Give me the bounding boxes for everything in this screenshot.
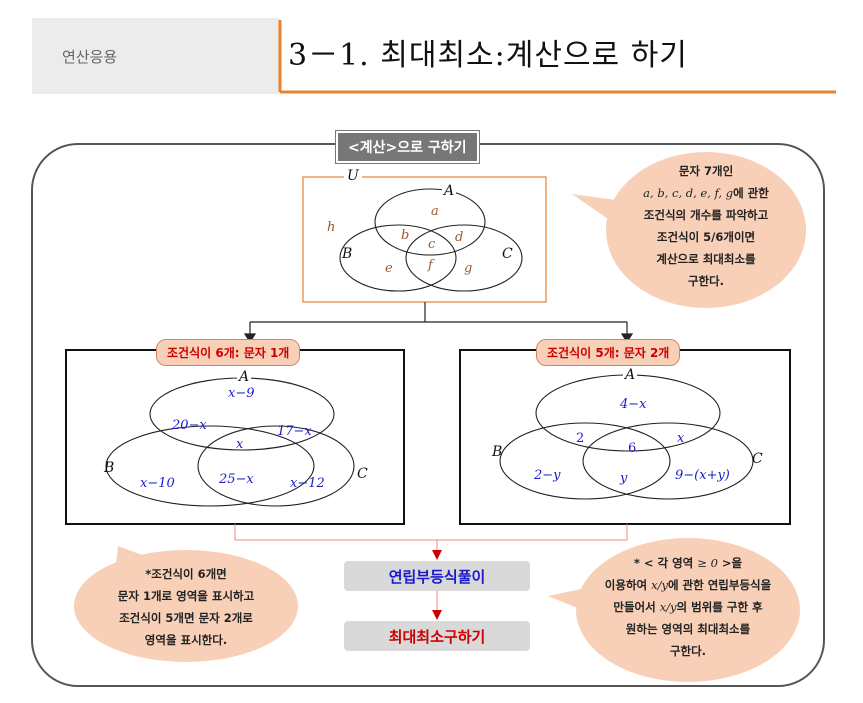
bubble-left-line2: 문자 1개로 영역을 표시하고	[117, 589, 255, 603]
left-region-a: x−9	[228, 386, 255, 401]
bubble-rb-line3-post: 의 범위를 구한 후	[676, 600, 763, 614]
bubble-right-line5: 계산으로 최대최소를	[656, 252, 756, 266]
right-label-b: B	[492, 444, 503, 460]
top-venn-circles	[339, 188, 523, 292]
bubble-left-line1: *조건식이 6개면	[145, 567, 227, 581]
left-region-c: x−12	[290, 476, 325, 491]
left-case-caption: 조건식이 6개: 문자 1개	[156, 339, 301, 366]
bubble-right-shape	[572, 152, 806, 308]
bubble-rb-line3-pre: 만들어서	[613, 600, 660, 614]
bubble-right-vars: a, b, c, d, e, f, g	[643, 186, 734, 200]
right-region-c: 9−(x+y)	[675, 468, 730, 483]
region-h: h	[327, 220, 336, 235]
right-label-c: C	[752, 451, 763, 467]
right-region-bc: y	[620, 471, 628, 486]
bubble-right-line2-tail: 에 관한	[733, 186, 769, 200]
bubble-rb-line1-pre: * < 각 영역	[633, 556, 694, 570]
region-d: d	[455, 230, 464, 245]
bubble-right-line4: 조건식이 5/6개이면	[656, 230, 756, 244]
region-c: c	[428, 237, 436, 252]
page-title: 3－1. 최대최소:계산으로 하기	[288, 38, 688, 73]
right-region-ab: 2	[576, 431, 585, 446]
venn-label-a: A	[442, 183, 457, 199]
bubble-rb-line3: 만들어서 x/y의 범위를 구한 후	[578, 596, 798, 618]
bubble-rb-line5: 구한다.	[669, 644, 707, 658]
right-region-b: 2−y	[534, 468, 561, 483]
bubble-rb-line2: 이용하여 x/y에 관한 연립부등식을	[578, 574, 798, 596]
left-region-ab: 20−x	[172, 418, 207, 433]
bubble-rb-line3-math: x/y	[659, 600, 677, 614]
left-case-box	[65, 349, 405, 525]
region-g: g	[464, 261, 473, 276]
bubble-right-line2: a, b, c, d, e, f, g에 관한	[616, 182, 796, 204]
right-region-ac: x	[677, 431, 685, 446]
left-region-b: x−10	[140, 476, 175, 491]
bubble-right-line6: 구한다.	[687, 274, 725, 288]
top-venn-box	[302, 176, 547, 303]
bubble-rb-line1-post: >을	[717, 556, 743, 570]
right-case-caption: 조건식이 5개: 문자 2개	[536, 339, 681, 366]
bubble-right-line3: 조건식의 개수를 파악하고	[643, 208, 769, 222]
bubble-left-line3: 조건식이 5개면 문자 2개로	[119, 611, 253, 625]
bubble-rb-line1-math: ≥ 0	[697, 556, 718, 570]
left-label-a: A	[237, 369, 252, 385]
left-label-c: C	[357, 466, 368, 482]
venn-label-c: C	[502, 246, 513, 262]
section-tab: 연산응용	[32, 18, 280, 94]
region-f: f	[428, 258, 433, 273]
bubble-right-bottom-text: * < 각 영역 ≥ 0 >을 이용하여 x/y에 관한 연립부등식을 만들어서…	[578, 552, 798, 662]
section-label: 연산응용	[62, 48, 118, 66]
bubble-rb-line4: 원하는 영역의 최대최소를	[625, 622, 751, 636]
bubble-rb-line2-pre: 이용하여	[604, 578, 652, 592]
arrow-to-solve	[432, 550, 442, 560]
region-b: b	[401, 228, 410, 243]
region-e: e	[385, 261, 393, 276]
bottom-connectors	[234, 524, 628, 552]
solve-inequalities-button[interactable]: 연립부등식풀이	[344, 561, 530, 591]
find-minmax-button[interactable]: 최대최소구하기	[344, 621, 530, 651]
left-label-b: B	[104, 460, 115, 476]
region-a: a	[431, 204, 439, 219]
left-region-abc: x	[236, 437, 244, 452]
bubble-left-shape	[74, 546, 298, 662]
bubble-right-bottom-shape	[548, 538, 800, 682]
arrow-to-minmax	[432, 610, 442, 620]
bubble-rb-line1: * < 각 영역 ≥ 0 >을	[578, 552, 798, 574]
bubble-right-text: 문자 7개인 a, b, c, d, e, f, g에 관한 조건식의 개수를 …	[616, 160, 796, 292]
right-region-a: 4−x	[620, 397, 647, 412]
bubble-rb-line2-post: 에 관한 연립부등식을	[667, 578, 772, 592]
panel-title: <계산>으로 구하기	[335, 130, 480, 164]
bubble-left-text: *조건식이 6개면 문자 1개로 영역을 표시하고 조건식이 5개면 문자 2개…	[76, 563, 296, 651]
top-connectors	[243, 302, 634, 344]
bubble-left-line4: 영역을 표시한다.	[144, 633, 228, 647]
left-region-bc: 25−x	[219, 472, 254, 487]
venn-label-u: U	[344, 168, 362, 184]
bubble-right-line1: 문자 7개인	[678, 164, 734, 178]
right-label-a: A	[623, 367, 638, 383]
right-region-abc: 6	[628, 441, 637, 456]
venn-label-b: B	[342, 246, 353, 262]
left-region-ac: 17−x	[277, 424, 312, 439]
bubble-rb-line2-math: x/y	[651, 578, 668, 592]
